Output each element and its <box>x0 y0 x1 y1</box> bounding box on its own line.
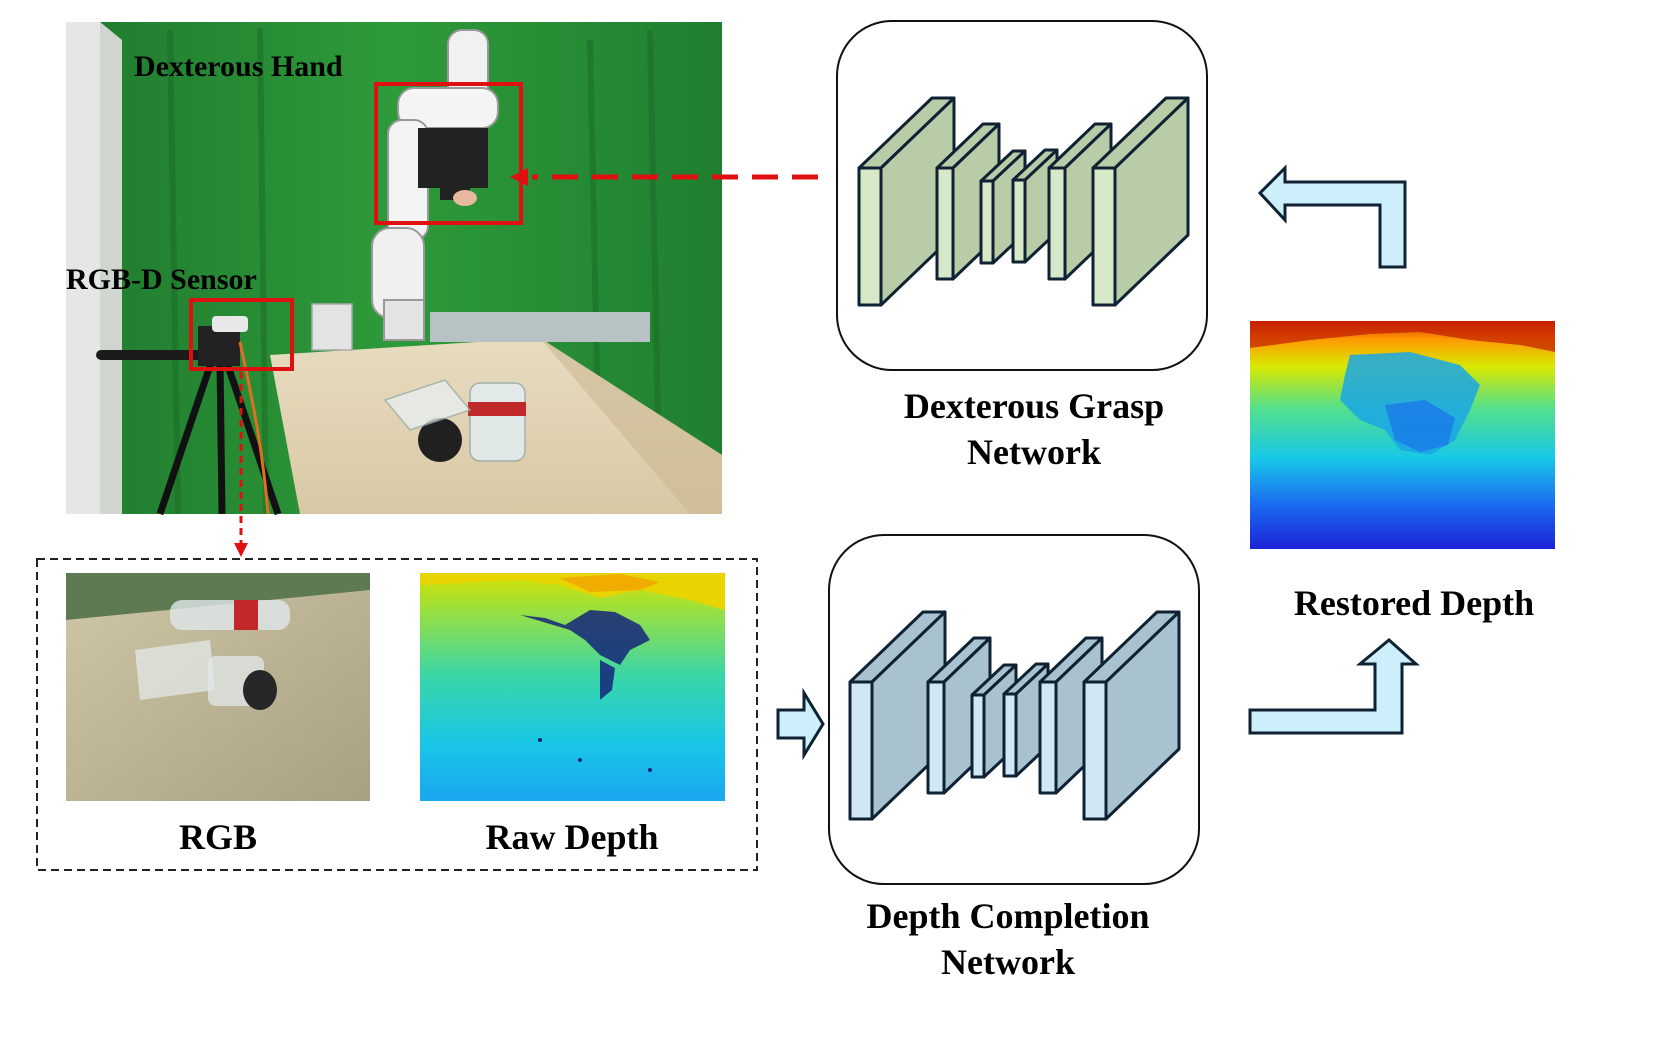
grasp-layers-slab-1 <box>857 96 956 307</box>
dexterous-hand-label: Dexterous Hand <box>134 50 343 83</box>
grasp-network-line2: Network <box>967 432 1101 472</box>
grasp-network-layers <box>857 96 1190 307</box>
sensor-highlight-box <box>189 298 294 371</box>
rgb-image <box>66 573 370 801</box>
raw-depth-label: Raw Depth <box>485 817 659 857</box>
grasp-network-line1: Dexterous Grasp <box>903 386 1165 426</box>
sensor-arrowhead <box>234 543 248 557</box>
completion-network-layers <box>848 610 1181 821</box>
raw-depth-image <box>420 573 725 801</box>
completion-network-line2: Network <box>941 942 1075 982</box>
completion-layers-slab-6 <box>1082 610 1181 821</box>
grasp-layers-slab-6 <box>1091 96 1190 307</box>
restored-depth-label: Restored Depth <box>1293 583 1535 623</box>
hand-arrowhead <box>510 168 528 186</box>
restored-to-grasp-arrow <box>1257 164 1407 269</box>
rgbd-sensor-label: RGB-D Sensor <box>66 263 257 296</box>
hand-highlight-box <box>374 82 523 225</box>
grasp-network-caption: Dexterous Grasp Network <box>904 383 1164 475</box>
inputs-frame <box>36 558 758 871</box>
restored-depth-image <box>1250 321 1555 549</box>
completion-network-caption: Depth Completion Network <box>866 893 1149 985</box>
inputs-to-network-arrow <box>776 687 825 761</box>
completion-network-line1: Depth Completion <box>866 896 1150 936</box>
network-to-restored-arrow <box>1248 638 1420 735</box>
scene-photo <box>66 22 722 516</box>
rgb-label: RGB <box>178 817 258 857</box>
completion-layers-slab-1 <box>848 610 947 821</box>
